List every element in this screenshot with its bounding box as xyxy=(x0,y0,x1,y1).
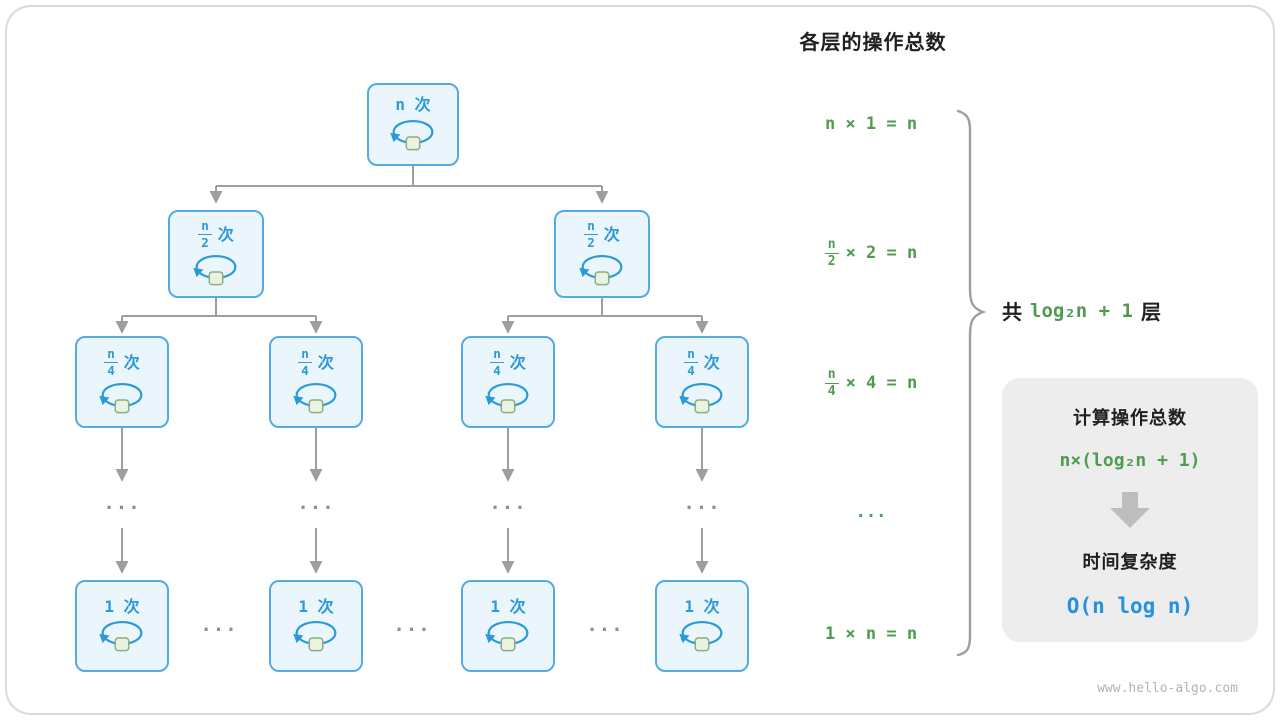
column-ellipsis-1: ... xyxy=(103,492,141,514)
tree-node-leaf-1: 1 次 xyxy=(75,580,169,672)
node-label: 1 次 xyxy=(298,596,334,616)
total-ops-formula: n×(log₂n + 1) xyxy=(1059,450,1201,472)
column-ellipsis-4: ... xyxy=(683,492,721,514)
node-label: 1 次 xyxy=(684,596,720,616)
tree-node-leaf-3: 1 次 xyxy=(461,580,555,672)
column-ellipsis-2: ... xyxy=(297,492,335,514)
loop-icon xyxy=(192,254,237,286)
brace-label-suffix: 层 xyxy=(1140,302,1161,324)
loop-icon xyxy=(578,254,623,286)
summary-card: 计算操作总数 n×(log₂n + 1) 时间复杂度 O(n log n) xyxy=(1002,378,1258,642)
time-complexity-heading: 时间复杂度 xyxy=(1082,551,1178,572)
loop-icon xyxy=(678,382,723,414)
column-ellipsis-3: ... xyxy=(489,492,527,514)
loop-icon xyxy=(292,382,337,414)
leaf-gap-ellipsis-1: ... xyxy=(200,614,238,636)
level-sum-row-4: ... xyxy=(855,502,887,522)
page-title: 各层的操作总数 xyxy=(799,32,947,54)
loop-icon xyxy=(292,621,337,653)
loop-icon xyxy=(98,621,143,653)
node-label: 1 次 xyxy=(104,596,140,616)
loop-icon xyxy=(678,621,723,653)
brace-label: 共 log₂n + 1 层 xyxy=(1002,296,1161,325)
down-arrow-icon xyxy=(1110,491,1150,528)
brace-icon xyxy=(956,109,987,656)
brace-label-prefix: 共 xyxy=(1002,302,1022,324)
level-sum-row-5: 1 × n = n xyxy=(824,624,918,644)
loop-icon xyxy=(98,382,143,414)
levels-formula: log₂n + 1 xyxy=(1030,299,1133,322)
loop-icon xyxy=(484,621,529,653)
watermark: www.hello-algo.com xyxy=(1097,681,1238,696)
node-label: 1 次 xyxy=(490,596,526,616)
total-ops-heading: 计算操作总数 xyxy=(1073,408,1187,428)
leaf-gap-ellipsis-3: ... xyxy=(586,614,624,636)
leaf-gap-ellipsis-2: ... xyxy=(393,614,431,636)
tree-node-leaf-2: 1 次 xyxy=(269,580,363,672)
tree-node-leaf-4: 1 次 xyxy=(655,580,749,672)
tree-connectors xyxy=(115,166,709,574)
loop-icon xyxy=(484,382,529,414)
node-label: n 次 xyxy=(395,95,431,115)
level-sum-row-1: n × 1 = n xyxy=(824,114,918,134)
time-complexity-result: O(n log n) xyxy=(1066,594,1194,618)
tree-node-root: n 次 xyxy=(367,83,459,166)
loop-icon xyxy=(389,119,434,151)
